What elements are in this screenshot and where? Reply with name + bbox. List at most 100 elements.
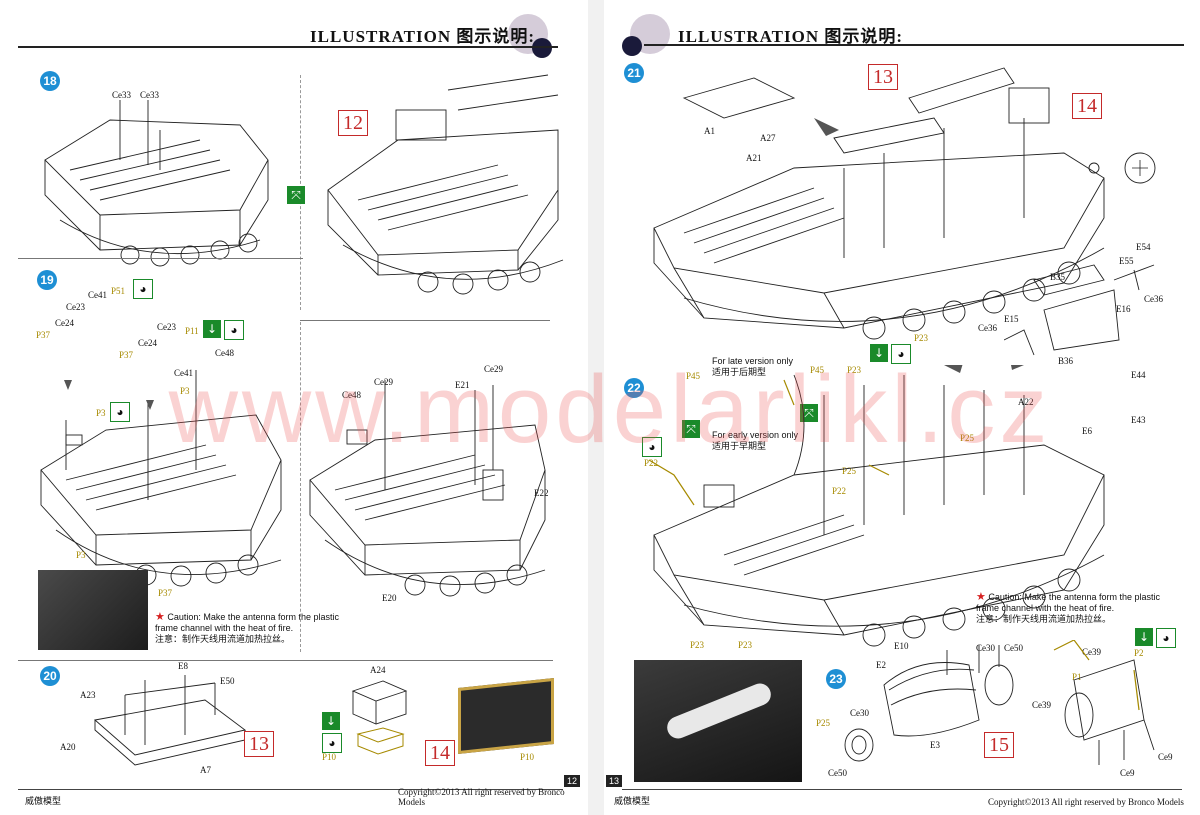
step-18-badge: 18 <box>40 71 60 91</box>
part-ce41b: Ce41 <box>174 368 193 378</box>
step-23-badge: 23 <box>826 669 846 689</box>
part-e6: E6 <box>1082 426 1092 436</box>
ref-box-14-left: 14 <box>425 740 455 766</box>
part-ce33a: Ce33 <box>112 90 131 100</box>
caution-2-en: Caution: Make the antenna form the plast… <box>976 592 1160 613</box>
pe-part-icon-19c: ◕ <box>110 402 130 422</box>
pe-part-icon-22b: ◕ <box>642 437 662 457</box>
drum-drawing-23b <box>1053 640 1155 765</box>
star-icon-1: ★ <box>155 611 165 623</box>
caution-2-cn: 注意：制作天线用流道加热拉丝。 <box>976 614 1112 624</box>
part-p3b: P3 <box>180 386 190 396</box>
tank-drawing-19a <box>40 370 282 587</box>
part-ce36a: Ce36 <box>1144 294 1163 304</box>
part-ce29a: Ce29 <box>374 377 393 387</box>
part-p45b: P45 <box>810 365 825 375</box>
part-ce41a: Ce41 <box>88 290 107 300</box>
detail-photo-19 <box>38 570 148 650</box>
header-rule-right <box>644 44 1184 46</box>
footer-copyright-left: Copyright©2013 All right reserved by Bro… <box>398 787 565 807</box>
bend-icon-19: ↓ <box>203 320 221 338</box>
cement-icon-22b: ⤧ <box>682 420 700 438</box>
step-20-badge: 20 <box>40 666 60 686</box>
part-e2: E2 <box>876 660 886 670</box>
part-ce30a: Ce30 <box>976 643 995 653</box>
header-rule <box>18 46 558 48</box>
late-note-cn: 适用于后期型 <box>712 367 767 377</box>
right-page: ILLUSTRATION 图示说明: 21 13 14 A1 A27 A21 E… <box>604 0 1200 815</box>
part-b36: B36 <box>1058 356 1074 366</box>
part-b35: B35 <box>1050 272 1066 282</box>
part-p23d: P23 <box>738 640 753 650</box>
decor-circle-small-right <box>622 36 642 56</box>
part-ce50a: Ce50 <box>1004 643 1023 653</box>
part-p37a: P37 <box>36 330 51 340</box>
part-ce36b: Ce36 <box>978 323 997 333</box>
part-ce9a: Ce9 <box>1158 752 1173 762</box>
part-p23c: P23 <box>690 640 705 650</box>
page-title-right: ILLUSTRATION 图示说明: <box>678 27 904 46</box>
early-version-note: For early version only 适用于早期型 <box>712 430 798 452</box>
left-page: ILLUSTRATION 图示说明: 18 Ce33 Ce33 ⤧ 12 <box>0 0 588 815</box>
ref-box-13-right: 13 <box>868 64 898 90</box>
part-ce23b: Ce23 <box>157 322 176 332</box>
part-e22: E22 <box>534 488 549 498</box>
box-drawing-20 <box>351 680 408 755</box>
divider-18-19b <box>300 320 550 321</box>
caution-1-en: Caution: Make the antenna form the plast… <box>155 612 339 633</box>
part-ce39b: Ce39 <box>1032 700 1051 710</box>
page-number-left: 12 <box>564 775 581 787</box>
part-ce23a: Ce23 <box>66 302 85 312</box>
fender-drawing-21 <box>1004 264 1155 356</box>
part-ce48a: Ce48 <box>215 348 234 358</box>
part-p37b: P37 <box>119 350 134 360</box>
part-e15: E15 <box>1004 314 1019 324</box>
part-p1: P1 <box>1072 672 1082 682</box>
part-a22: A22 <box>1018 397 1034 407</box>
cement-icon-18: ⤧ <box>287 186 305 204</box>
part-a24: A24 <box>370 665 386 675</box>
bend-icon-23: ↓ <box>1135 628 1153 646</box>
part-p2: P2 <box>1134 648 1144 658</box>
step-19-badge: 19 <box>37 270 57 290</box>
part-a1: A1 <box>704 126 715 136</box>
part-ce50b: Ce50 <box>828 768 847 778</box>
tank-drawing-19b <box>309 380 546 597</box>
part-p25b: P25 <box>842 466 857 476</box>
caution-1-cn: 注意：制作天线用流道加热拉丝。 <box>155 634 291 644</box>
part-a23: A23 <box>80 690 96 700</box>
decor-circle-small <box>532 38 552 58</box>
bend-icon-22: ↓ <box>870 344 888 362</box>
part-p25a: P25 <box>960 433 975 443</box>
part-p23a: P23 <box>914 333 929 343</box>
part-e44: E44 <box>1131 370 1146 380</box>
ref-box-12: 12 <box>338 110 368 136</box>
part-e55: E55 <box>1119 256 1134 266</box>
frame-drawing-20 <box>94 675 247 766</box>
footer-copyright-right: Copyright©2013 All right reserved by Bro… <box>988 797 1184 807</box>
drum-drawing-23 <box>844 645 1014 762</box>
late-version-note: For late version only 适用于后期型 <box>712 356 793 378</box>
page-number-right: 13 <box>606 775 623 787</box>
part-e43: E43 <box>1131 415 1146 425</box>
early-note-cn: 适用于早期型 <box>712 441 767 451</box>
part-a21: A21 <box>746 153 762 163</box>
page-title-left: ILLUSTRATION 图示说明: <box>310 27 536 46</box>
part-e8: E8 <box>178 661 188 671</box>
part-e16: E16 <box>1116 304 1131 314</box>
footer-rule-right <box>622 789 1182 790</box>
divider-19-20 <box>18 660 553 661</box>
part-p23b: P23 <box>847 365 862 375</box>
pe-part-icon-19b: ◕ <box>224 320 244 340</box>
caution-note-1: ★ Caution: Make the antenna form the pla… <box>155 612 355 645</box>
part-ce48b: Ce48 <box>342 390 361 400</box>
part-ce30b: Ce30 <box>850 708 869 718</box>
tank-drawing-18a <box>44 100 269 267</box>
ref-box-14-right: 14 <box>1072 93 1102 119</box>
footer-brand-left: 威傲模型 <box>25 796 62 806</box>
pe-part-icon-20: ◕ <box>322 733 342 753</box>
part-p37c: P37 <box>158 588 173 598</box>
part-p3c: P3 <box>76 550 86 560</box>
part-ce24b: Ce24 <box>138 338 157 348</box>
cement-icon-22a: ⤧ <box>800 404 818 422</box>
